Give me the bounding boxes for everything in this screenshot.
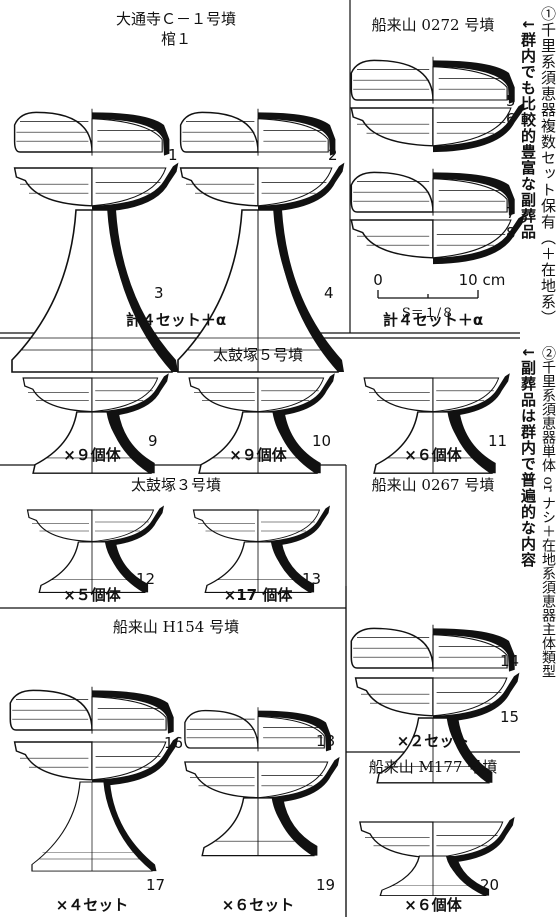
vessel-3	[11, 161, 180, 373]
number-8: 8	[506, 224, 516, 242]
count-9: ×９個体	[63, 446, 122, 464]
number-19: 19	[316, 876, 335, 894]
count-11: ×６個体	[404, 446, 463, 464]
count-14-15: ×２セット	[397, 732, 470, 750]
site-title-funakiyama-h154: 船来山 H154 号墳	[113, 618, 239, 636]
count-19: ×６セット	[222, 896, 295, 914]
number-20: 20	[480, 876, 499, 894]
site-subtitle-daitsuji: 棺１	[161, 30, 191, 48]
count-17: ×４セット	[56, 896, 129, 914]
total-daitsuji: 計４セット＋α	[126, 311, 226, 329]
number-1: 1	[168, 146, 178, 164]
site-title-funakiyama-m177: 船来山 M177 号墳	[369, 758, 498, 776]
number-4: 4	[324, 284, 334, 302]
number-9: 9	[148, 432, 158, 450]
count-10: ×９個体	[229, 446, 288, 464]
count-12: ×５個体	[63, 586, 122, 604]
total-funakiyama-0272: 計４セット＋α	[383, 311, 483, 329]
number-16: 16	[164, 734, 183, 752]
number-2: 2	[328, 146, 338, 164]
count-13: ×17 個体	[224, 586, 294, 604]
scale-ratio: S＝１/８	[402, 306, 454, 321]
side-note-2-plain: ②千里系須恵器単体 or ナシ＋在地系須恵器主体類型	[540, 346, 556, 679]
vessel-8	[350, 213, 525, 265]
number-15: 15	[500, 708, 519, 726]
count-20: ×６個体	[404, 896, 463, 914]
number-3: 3	[154, 284, 164, 302]
scale-ten: 10 cm	[459, 271, 506, 289]
scale-zero: 0	[373, 271, 383, 289]
number-18: 18	[316, 732, 335, 750]
site-title-taikozuka-5: 太鼓塚５号墳	[213, 346, 303, 364]
vessel-2	[179, 108, 337, 157]
side-note-1-bold: ↓群内でも比較的豊富な副葬品	[519, 18, 537, 240]
vessel-1	[13, 108, 171, 157]
scale-bar	[377, 290, 479, 299]
site-title-funakiyama-0267: 船来山 0267 号墳	[372, 476, 495, 494]
number-6: 6	[506, 110, 516, 128]
number-10: 10	[312, 432, 331, 450]
vessel-17	[13, 735, 180, 872]
number-12: 12	[136, 570, 155, 588]
vessel-6	[350, 101, 525, 153]
vessel-18	[184, 706, 332, 753]
number-5: 5	[506, 92, 516, 110]
number-14: 14	[500, 652, 519, 670]
vessel-14	[350, 624, 516, 673]
side-note-1-plain: ①千里系須恵器複数セット保有（＋在地系）	[539, 6, 557, 326]
vessel-19	[184, 756, 341, 857]
number-13: 13	[302, 570, 321, 588]
vessel-16	[9, 686, 175, 735]
number-11: 11	[488, 432, 507, 450]
site-title-funakiyama-0272: 船来山 0272 号墳	[372, 16, 495, 34]
site-title-taikozuka-3: 太鼓塚３号墳	[131, 476, 221, 494]
side-note-2-bold: ↓副葬品は群内で普遍的な内容	[519, 346, 537, 568]
vessel-5	[350, 56, 516, 105]
vessel-7	[350, 168, 516, 217]
number-17: 17	[146, 876, 165, 894]
number-7: 7	[506, 204, 516, 222]
site-title-daitsuji: 大通寺Ｃ－１号墳	[116, 10, 236, 28]
vessel-4	[177, 161, 346, 373]
